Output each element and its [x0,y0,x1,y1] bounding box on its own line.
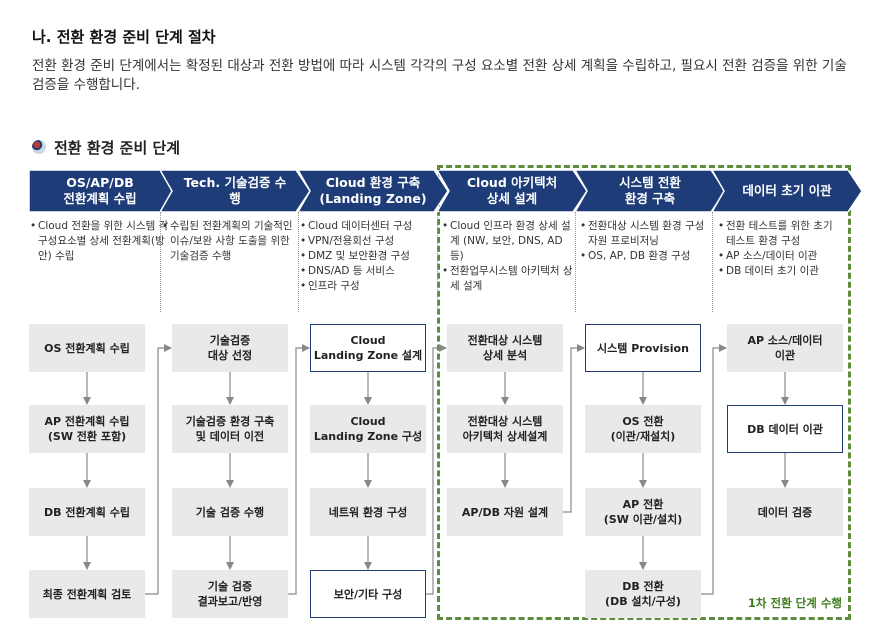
description-bullet: 수립된 전환계획의 기술적인 이슈/보완 사항 도출을 위한 기술검증 수행 [162,219,298,264]
chevron-shape [160,170,310,212]
phase-description: Cloud 인프라 환경 상세 설계 (NW, 보안, DNS, AD 등)전환… [442,219,574,294]
step-box: AP/DB 자원 설계 [447,488,563,536]
step-box: 기술 검증 수행 [172,488,288,536]
description-bullet: Cloud 전환을 위한 시스템 각 구성요소별 상세 전환계획(방안) 수립 [30,219,170,264]
step-box: 보안/기타 구성 [310,570,426,618]
step-box: OS 전환계획 수립 [29,324,145,372]
description-bullet: DNS/AD 등 서비스 [300,264,434,279]
step-box: 시스템 Provision [585,324,701,372]
chevron-shape [437,170,587,212]
description-bullet: DB 데이터 초기 이관 [718,264,844,279]
step-box: AP 전환(SW 이관/설치) [585,488,701,536]
section-bullet-icon [32,140,46,154]
step-box: DB 전환계획 수립 [29,488,145,536]
step-box: 네트워 환경 구성 [310,488,426,536]
chevron-shape [298,170,448,212]
description-bullet: 인프라 구성 [300,279,434,294]
phase-description: Cloud 데이터센터 구성VPN/전용회선 구성DMZ 및 보안환경 구성DN… [300,219,434,294]
description-bullet: OS, AP, DB 환경 구성 [580,249,712,264]
phase-chevron-6: 데이터 초기 이관 [712,170,862,212]
step-box: AP 전환계획 수립(SW 전환 포함) [29,405,145,453]
section-title: 전환 환경 준비 단계 [32,137,180,158]
phase-description: 수립된 전환계획의 기술적인 이슈/보완 사항 도출을 위한 기술검증 수행 [162,219,298,264]
step-box: 최종 전환계획 검토 [29,570,145,618]
intro-paragraph: 전환 환경 준비 단계에서는 확정된 대상과 전환 방법에 따라 시스템 각각의… [32,58,847,93]
phase-title: Cloud 환경 구축(Landing Zone) [319,175,427,206]
step-box: DB 데이터 이관 [727,405,843,453]
flow-arrow [288,344,310,595]
description-bullet: VPN/전용회선 구성 [300,234,434,249]
column-separator [712,212,713,312]
step-box: OS 전환(이관/재설치) [585,405,701,453]
flow-arrow [563,344,585,513]
step-box: DB 전환(DB 설치/구성) [585,570,701,618]
step-box: 데이터 검증 [727,488,843,536]
phase-chevron-3: Cloud 환경 구축(Landing Zone) [298,170,448,212]
flow-arrow [145,344,172,595]
column-separator [298,212,299,312]
flow-arrow [426,344,447,595]
column-separator [575,212,576,312]
section-title-text: 전환 환경 준비 단계 [54,139,181,157]
flow-arrow [701,344,727,595]
description-bullet: 전환 테스트를 위한 초기 테스트 환경 구성 [718,219,844,249]
chevron-shape [575,170,725,212]
chevron-shape [29,170,179,212]
column-separator [437,212,438,312]
description-bullet: DMZ 및 보안환경 구성 [300,249,434,264]
description-bullet: 전환대상 시스템 환경 구성 자원 프로비저닝 [580,219,712,249]
phase-description: 전환대상 시스템 환경 구성 자원 프로비저닝OS, AP, DB 환경 구성 [580,219,712,264]
chevron-shape [712,170,862,212]
description-bullet: AP 소스/데이터 이관 [718,249,844,264]
phase-title: 데이터 초기 이관 [742,183,832,198]
description-bullet: Cloud 데이터센터 구성 [300,219,434,234]
phase-description: Cloud 전환을 위한 시스템 각 구성요소별 상세 전환계획(방안) 수립 [30,219,170,264]
description-bullet: 전환업무시스템 아키텍처 상세 설계 [442,264,574,294]
first-phase-label: 1차 전환 단계 수행 [747,596,842,610]
page-heading: 나. 전환 환경 준비 단계 절차 [32,28,216,46]
first-phase-dashed-region: 1차 전환 단계 수행 [437,165,851,620]
description-bullet: Cloud 인프라 환경 상세 설계 (NW, 보안, DNS, AD 등) [442,219,574,264]
